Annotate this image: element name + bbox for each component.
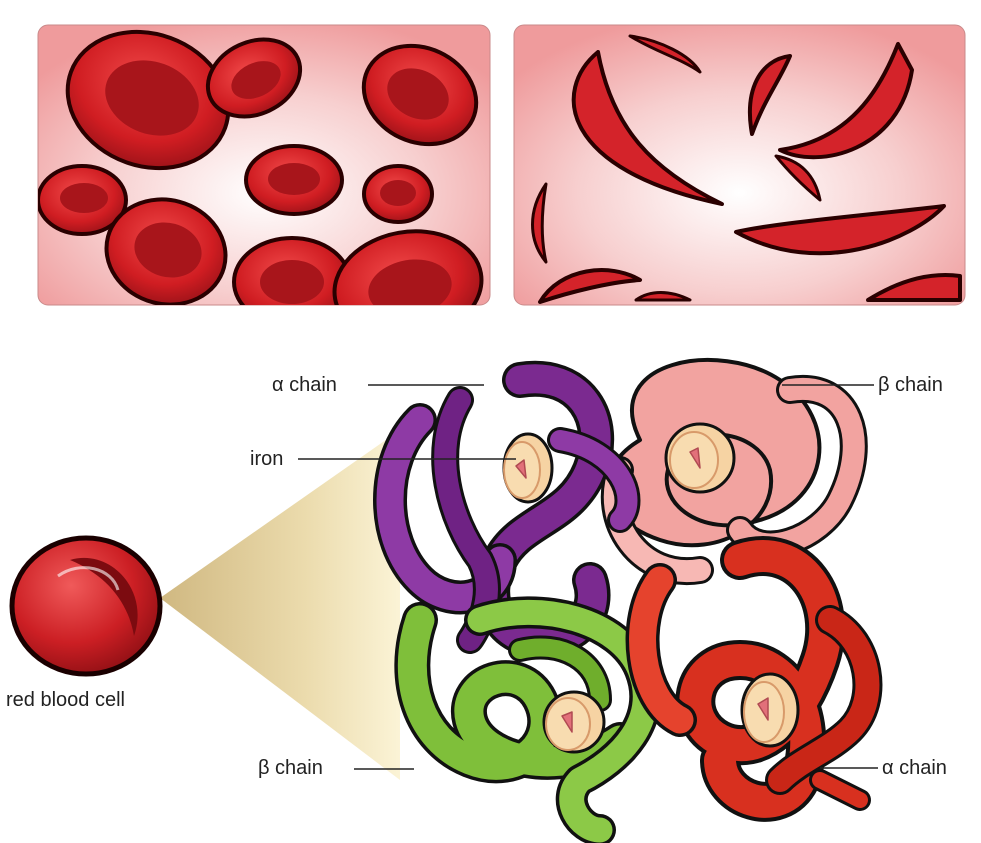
magnification-cone: [160, 430, 400, 780]
label-red-blood-cell: red blood cell: [6, 690, 125, 710]
label-alpha-chain-top: α chain: [272, 375, 337, 395]
label-beta-chain-bottom: β chain: [258, 758, 323, 778]
normal-cells-panel: [38, 10, 492, 352]
label-beta-chain-top: β chain: [878, 375, 943, 395]
iron-heme-disc: [504, 434, 552, 502]
normal-red-blood-cell: [364, 166, 432, 222]
normal-red-blood-cell: [246, 146, 342, 214]
normal-red-blood-cell: [234, 238, 350, 326]
label-alpha-chain-bottom: α chain: [882, 758, 947, 778]
beta-chain-bottom: [412, 612, 645, 830]
iron-heme-disc: [742, 674, 798, 746]
sickle-cells-panel: [514, 25, 965, 305]
red-blood-cell-icon: [12, 538, 160, 674]
hemoglobin-molecule: [390, 360, 867, 830]
iron-heme-disc: [666, 424, 734, 492]
iron-heme-disc: [544, 692, 604, 752]
label-iron: iron: [250, 449, 283, 469]
